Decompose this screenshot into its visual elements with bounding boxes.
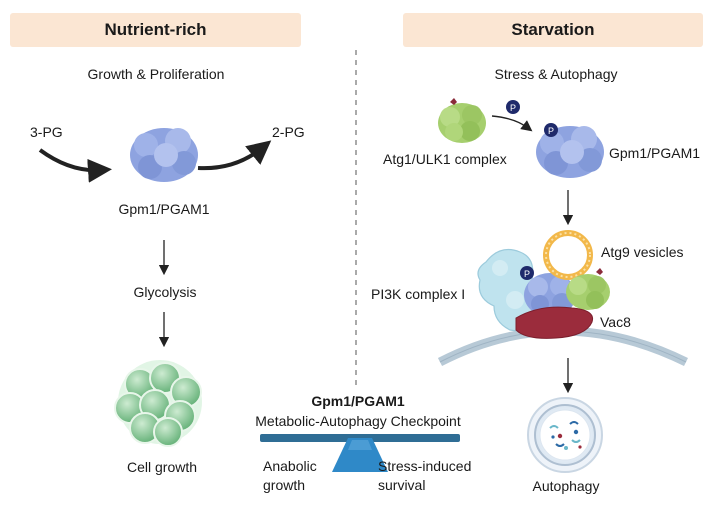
left-enzyme-label: Gpm1/PGAM1 xyxy=(118,201,210,217)
vac8-protein xyxy=(515,306,594,339)
phosphate-transfer-arrow xyxy=(491,115,533,132)
phospho-badge-icon xyxy=(520,266,534,280)
phospho-badge-icon xyxy=(544,123,558,137)
atg1-complex-protein xyxy=(438,103,486,143)
balance-fulcrum xyxy=(332,438,388,472)
survival-label-1: Stress-induced xyxy=(378,458,472,474)
glycolysis-label: Glycolysis xyxy=(133,284,197,300)
product-label: 2-PG xyxy=(272,124,305,140)
nutrient-rich-header: Nutrient-rich xyxy=(10,13,301,47)
pi3k-label: PI3K complex I xyxy=(371,286,466,302)
phospho-badge-icon xyxy=(506,100,520,114)
phospho-text-2: P xyxy=(548,126,554,136)
atg1-protein-complex xyxy=(566,274,610,310)
phospho-text-3: P xyxy=(524,269,530,279)
kinase-mark-icon xyxy=(596,268,603,275)
starvation-header: Starvation xyxy=(403,13,703,47)
left-subtitle: Growth & Proliferation xyxy=(87,66,225,82)
anabolic-label-2: growth xyxy=(263,477,306,493)
atg9-vesicle-icon xyxy=(543,230,593,280)
cell-growth-label: Cell growth xyxy=(126,459,198,475)
vac8-label: Vac8 xyxy=(600,314,631,330)
autophagy-label: Autophagy xyxy=(532,478,600,494)
cell-cluster-icon xyxy=(114,360,202,447)
autophagosome-icon xyxy=(527,397,603,473)
atg1-label: Atg1/ULK1 complex xyxy=(383,151,507,167)
atg9-label: Atg9 vesicles xyxy=(601,244,684,260)
phospho-text-1: P xyxy=(510,103,516,113)
substrate-arrow xyxy=(38,148,112,183)
right-enzyme-label: Gpm1/PGAM1 xyxy=(609,145,701,161)
balance-title: Gpm1/PGAM1 xyxy=(311,393,405,409)
survival-label-2: survival xyxy=(378,477,426,493)
product-arrow xyxy=(197,140,272,171)
gpm1-protein-right xyxy=(536,126,604,178)
gpm1-protein-left xyxy=(130,128,198,182)
substrate-label: 3-PG xyxy=(30,124,63,140)
right-subtitle: Stress & Autophagy xyxy=(494,66,618,82)
kinase-mark-icon xyxy=(450,98,457,105)
anabolic-label-1: Anabolic xyxy=(263,458,317,474)
balance-subtitle: Metabolic-Autophagy Checkpoint xyxy=(255,413,461,429)
